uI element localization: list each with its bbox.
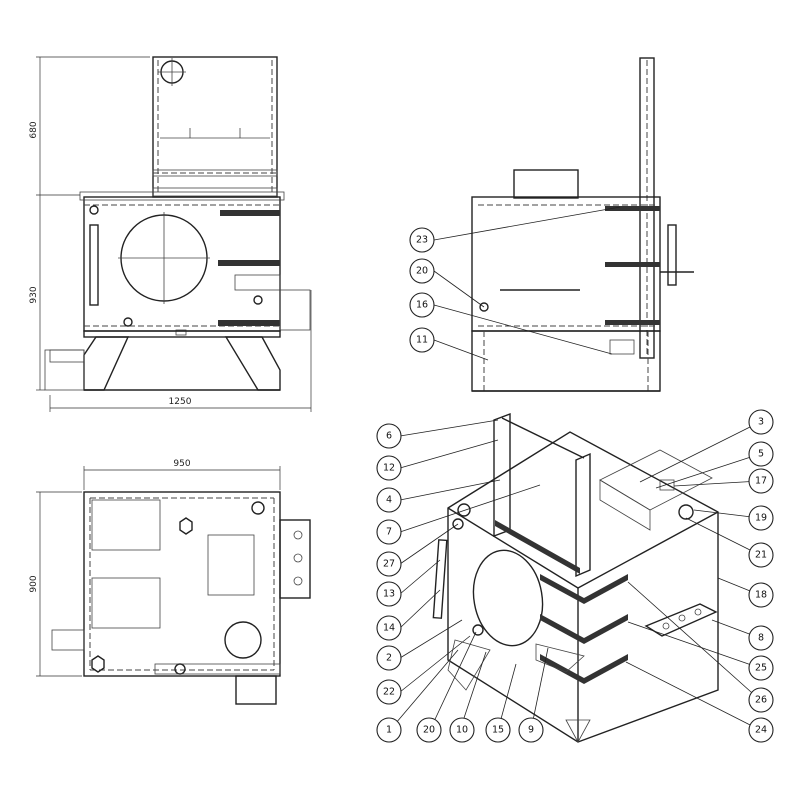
balloon-2: 2	[376, 645, 402, 671]
svg-text:16: 16	[416, 300, 428, 311]
balloon-3: 3	[748, 409, 774, 435]
balloon-20-iso: 20	[416, 717, 442, 743]
svg-text:24: 24	[755, 725, 767, 736]
svg-text:20: 20	[416, 266, 428, 277]
side-view	[433, 57, 694, 392]
balloon-20-side: 20	[409, 258, 435, 284]
svg-text:12: 12	[383, 463, 395, 474]
balloon-6: 6	[376, 423, 402, 449]
balloon-22: 22	[376, 679, 402, 705]
balloon-7: 7	[376, 519, 402, 545]
front-view: 680 930 1250	[29, 56, 312, 412]
svg-text:17: 17	[755, 476, 767, 487]
svg-text:9: 9	[528, 725, 534, 736]
dim-top-width: 950	[173, 459, 190, 469]
balloon-14: 14	[376, 615, 402, 641]
svg-text:23: 23	[416, 235, 428, 246]
svg-text:14: 14	[383, 623, 395, 634]
balloon-13: 13	[376, 581, 402, 607]
balloon-24: 24	[748, 717, 774, 743]
balloon-12: 12	[376, 455, 402, 481]
svg-text:11: 11	[416, 335, 428, 346]
svg-text:21: 21	[755, 550, 767, 561]
balloon-10: 10	[449, 717, 475, 743]
svg-text:6: 6	[386, 431, 392, 442]
svg-text:8: 8	[758, 633, 764, 644]
svg-text:27: 27	[383, 559, 395, 570]
dim-front-lower-height: 930	[29, 286, 39, 303]
balloon-15: 15	[485, 717, 511, 743]
svg-text:25: 25	[755, 663, 767, 674]
dim-front-width: 1250	[169, 397, 192, 407]
balloon-9: 9	[518, 717, 544, 743]
isometric-view	[389, 412, 761, 743]
balloon-8: 8	[748, 625, 774, 651]
balloon-1: 1	[376, 717, 402, 743]
top-view: 950 900	[29, 459, 311, 705]
balloon-27: 27	[376, 551, 402, 577]
dim-front-upper-height: 680	[29, 121, 39, 138]
balloon-11: 11	[409, 327, 435, 353]
svg-text:20: 20	[423, 725, 435, 736]
svg-text:2: 2	[386, 653, 392, 664]
svg-text:4: 4	[386, 495, 392, 506]
svg-text:15: 15	[492, 725, 504, 736]
balloon-23: 23	[409, 227, 435, 253]
svg-text:19: 19	[755, 513, 767, 524]
svg-text:22: 22	[383, 687, 395, 698]
dim-top-depth: 900	[29, 575, 39, 592]
svg-text:5: 5	[758, 449, 764, 460]
balloon-17: 17	[748, 468, 774, 494]
svg-text:3: 3	[758, 417, 764, 428]
balloon-19: 19	[748, 505, 774, 531]
balloon-26: 26	[748, 687, 774, 713]
svg-text:18: 18	[755, 590, 767, 601]
svg-text:10: 10	[456, 725, 468, 736]
svg-text:26: 26	[755, 695, 767, 706]
balloon-21: 21	[748, 542, 774, 568]
balloon-18: 18	[748, 582, 774, 608]
balloon-25: 25	[748, 655, 774, 681]
balloon-16: 16	[409, 292, 435, 318]
balloons: 23 20 16 11 6 12 4 7 27 13 14 2 22 1 20 …	[376, 227, 774, 743]
balloon-5: 5	[748, 441, 774, 467]
svg-text:7: 7	[386, 527, 392, 538]
balloon-4: 4	[376, 487, 402, 513]
svg-text:1: 1	[386, 725, 392, 736]
svg-text:13: 13	[383, 589, 395, 600]
